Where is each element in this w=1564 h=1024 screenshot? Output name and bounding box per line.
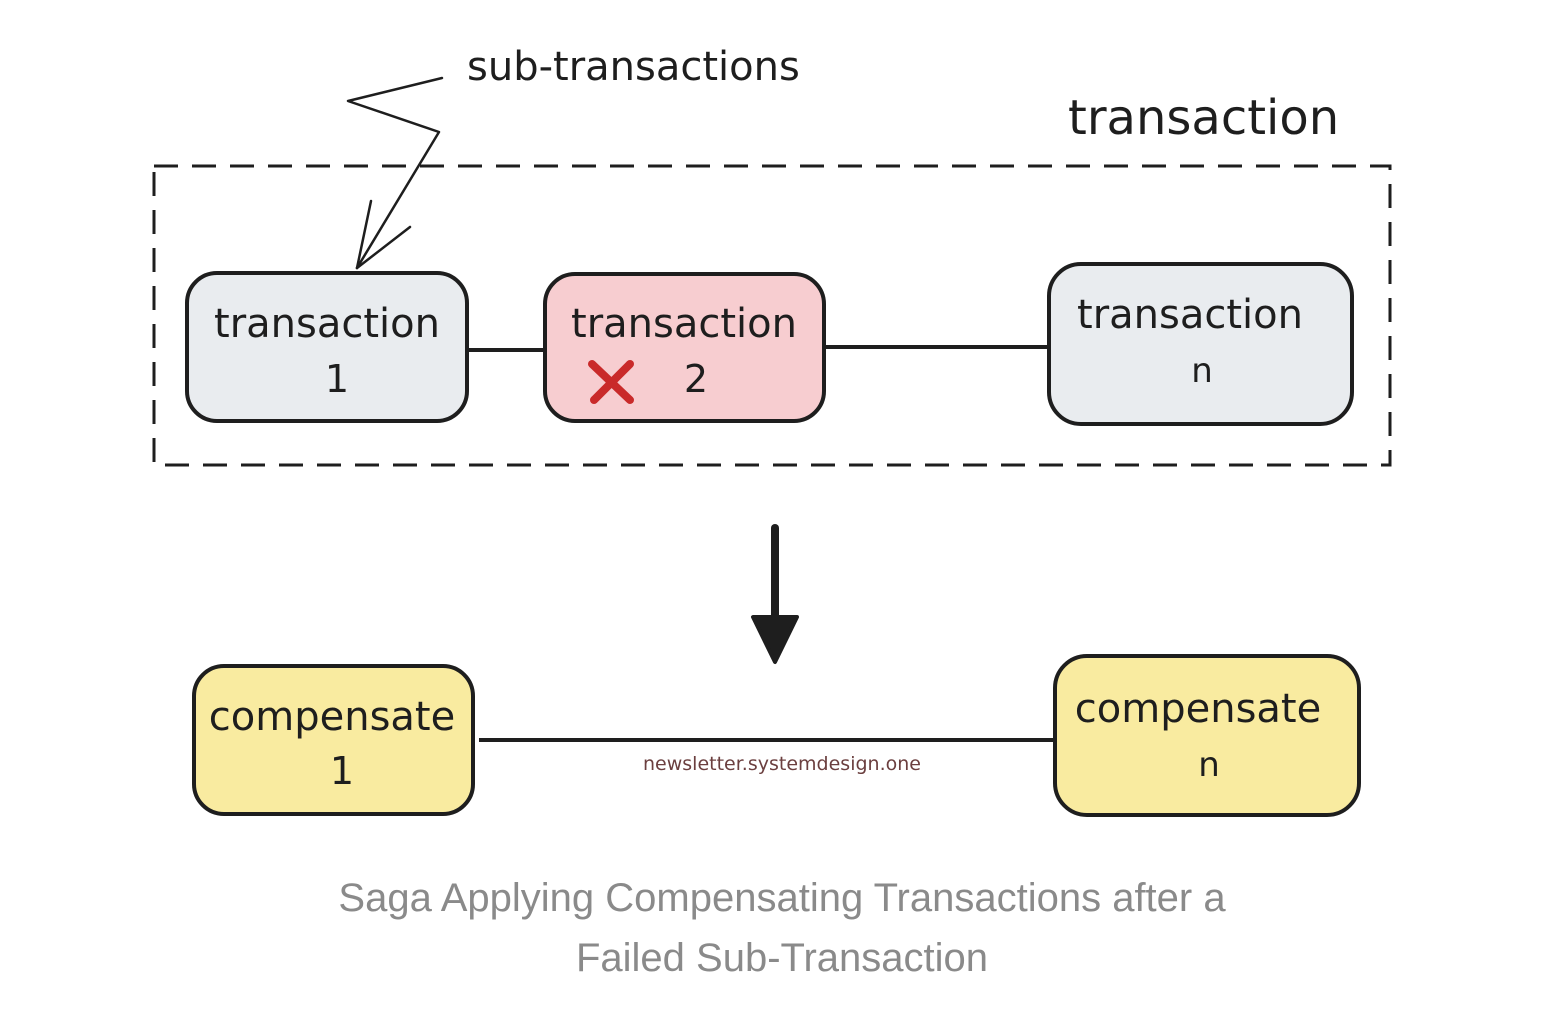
zigzag-arrow-icon <box>346 76 444 270</box>
caption-line-1: Saga Applying Compensating Transactions … <box>338 876 1226 920</box>
transaction-boundary <box>152 164 1392 467</box>
transaction-n-label: transaction <box>1077 292 1303 338</box>
arrow-down-icon <box>751 524 799 664</box>
compensate-n-label: compensate <box>1075 686 1321 732</box>
cross-icon <box>588 360 634 404</box>
compensate-1-label: compensate <box>209 694 455 740</box>
transaction-2-index: 2 <box>684 357 708 401</box>
compensate-1-index: 1 <box>330 749 354 793</box>
figure-caption: Saga Applying Compensating Transactions … <box>0 868 1564 988</box>
transaction-n-index: n <box>1191 351 1213 391</box>
sub-transactions-label: sub-transactions <box>467 44 800 90</box>
compensate-n-index: n <box>1198 745 1220 785</box>
transaction-2-label: transaction <box>571 301 797 347</box>
transaction-1-label: transaction <box>214 301 440 347</box>
transaction-box-1: transaction 1 <box>185 271 469 423</box>
watermark: newsletter.systemdesign.one <box>643 753 921 775</box>
compensate-box-1: compensate 1 <box>192 664 475 816</box>
transaction-group-label: transaction <box>1068 90 1339 146</box>
transaction-1-index: 1 <box>325 357 349 401</box>
transaction-box-n: transaction n <box>1047 262 1354 426</box>
transaction-box-2: transaction 2 <box>543 272 826 423</box>
caption-line-2: Failed Sub-Transaction <box>575 936 989 980</box>
compensate-box-n: compensate n <box>1053 654 1361 817</box>
